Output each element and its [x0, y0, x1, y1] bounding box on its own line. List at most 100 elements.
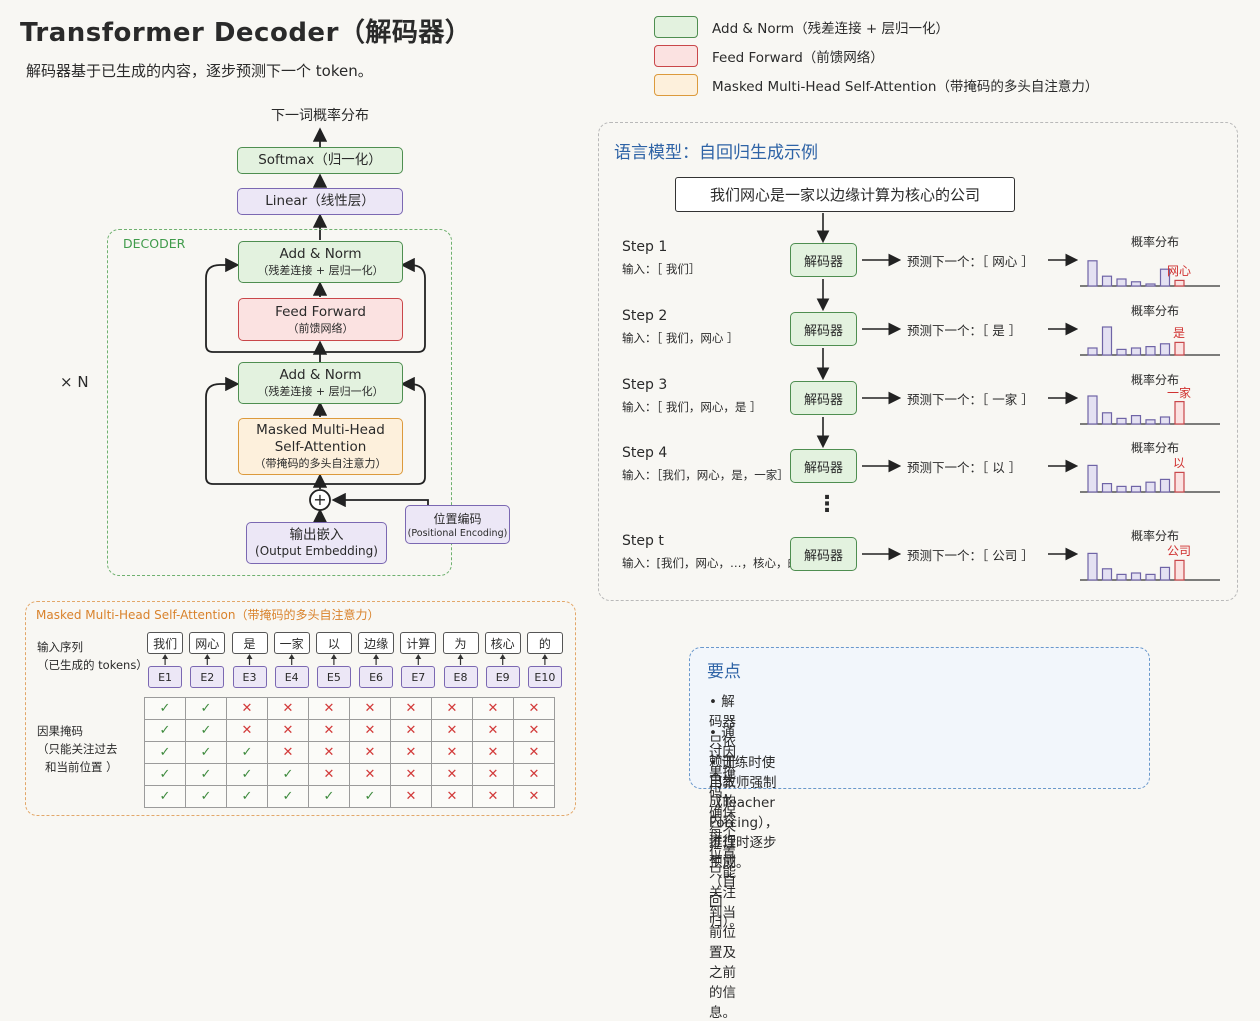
- distribution-title: 概率分布: [1130, 235, 1179, 249]
- token-box: 我们: [147, 632, 184, 654]
- decoder-box: 解码器: [790, 312, 857, 346]
- causal-mask-label-1: 因果掩码: [37, 724, 83, 738]
- distribution-bar-predicted: [1174, 279, 1185, 287]
- mask-row: ✓✓✕✕✕✕✕✕✕✕: [144, 719, 555, 742]
- token-box: 边缘: [358, 632, 395, 654]
- token-box: 为: [442, 632, 479, 654]
- output-label: 下一词概率分布: [271, 108, 369, 124]
- predicted-word: 网心: [1166, 264, 1191, 279]
- add-norm-bottom-box: Add & Norm （残差连接 + 层归一化）: [238, 362, 403, 404]
- add-norm-subtitle: （残差连接 + 层归一化）: [257, 264, 384, 277]
- distribution-bar: [1116, 485, 1127, 493]
- add-norm-subtitle: （残差连接 + 层归一化）: [257, 385, 384, 398]
- token-arrow-head: [415, 654, 422, 659]
- distribution-bar-predicted: [1174, 559, 1185, 581]
- sentence-box: 我们网心是一家以边缘计算为核心的公司: [675, 177, 1015, 212]
- token-arrow-head: [373, 654, 380, 659]
- distribution-bar: [1101, 326, 1113, 356]
- lm-panel: [598, 122, 1238, 601]
- ellipsis: ⋮: [816, 492, 838, 517]
- legend-item-feed-forward: Feed Forward（前馈网络）: [654, 45, 884, 67]
- mask-cell-allowed: ✓: [144, 763, 186, 786]
- legend-label: Masked Multi-Head Self-Attention（带掩码的多头自…: [712, 79, 1099, 95]
- causal-mask-label-3: 和当前位置 ）: [45, 760, 118, 774]
- mask-cell-masked: ✕: [308, 719, 350, 742]
- mask-cell-masked: ✕: [513, 741, 555, 764]
- mask-cell-masked: ✕: [431, 697, 473, 720]
- output-embedding-subtitle: (Output Embedding): [255, 544, 378, 558]
- decoder-label: 解码器: [803, 323, 843, 339]
- mask-cell-masked: ✕: [431, 763, 473, 786]
- token-arrows: [162, 654, 548, 665]
- distribution-bar: [1130, 415, 1142, 425]
- mask-cell-masked: ✕: [472, 697, 514, 720]
- mask-row: ✓✓✓✓✕✕✕✕✕✕: [144, 763, 555, 786]
- embedding-box: E9: [485, 666, 520, 688]
- distribution-bar: [1159, 478, 1171, 493]
- softmax-label: Softmax（归一化）: [258, 152, 382, 168]
- distribution-bar: [1116, 278, 1127, 287]
- feed-forward-box: Feed Forward （前馈网络）: [238, 298, 403, 341]
- mask-cell-masked: ✕: [267, 697, 309, 720]
- prediction-text: 预测下一个：［ 网心 ］: [907, 254, 1034, 269]
- masked-attention-line3: （带掩码的多头自注意力）: [254, 457, 387, 470]
- decoder-label: 解码器: [803, 254, 843, 270]
- legend-swatch-orange: [654, 74, 698, 96]
- token-arrow-head: [288, 654, 295, 659]
- masked-attention-line2: Self-Attention: [274, 439, 367, 455]
- causal-mask-grid: ✓✓✕✕✕✕✕✕✕✕✓✓✕✕✕✕✕✕✕✕✓✓✓✕✕✕✕✕✕✕✓✓✓✓✕✕✕✕✕✕…: [144, 697, 555, 808]
- key-point-item: • 训练时使用教师强制（Teacher Forcing），推理时逐步生成。: [709, 755, 779, 871]
- distribution-bar: [1101, 275, 1113, 287]
- token-arrow-head: [499, 654, 506, 659]
- mask-cell-masked: ✕: [390, 763, 432, 786]
- distribution-bar: [1130, 281, 1142, 287]
- distribution-bar: [1087, 260, 1098, 287]
- mask-panel: [25, 601, 576, 816]
- lm-panel-title: 语言模型：自回归生成示例: [614, 143, 818, 163]
- legend-swatch-red: [654, 45, 698, 67]
- mask-cell-masked: ✕: [431, 741, 473, 764]
- softmax-box: Softmax（归一化）: [237, 147, 403, 174]
- mask-cell-masked: ✕: [308, 763, 350, 786]
- step-title: Step 3: [622, 377, 668, 393]
- mask-cell-masked: ✕: [472, 785, 514, 808]
- add-circle-icon: [309, 489, 331, 511]
- distribution-bar-predicted: [1174, 341, 1185, 356]
- masked-attention-line1: Masked Multi-Head: [256, 422, 385, 438]
- lm-arrows: [816, 213, 1220, 581]
- distribution-bar: [1101, 568, 1113, 581]
- predicted-word: 是: [1172, 326, 1185, 341]
- step-title: Step 2: [622, 308, 668, 324]
- embedding-box: E2: [190, 666, 225, 688]
- architecture-arrows: +: [205, 127, 429, 523]
- output-embedding-box: 输出嵌入 (Output Embedding): [246, 522, 387, 564]
- mask-cell-masked: ✕: [390, 785, 432, 808]
- distribution-bar: [1130, 485, 1142, 493]
- token-box: 一家: [273, 632, 310, 654]
- mask-cell-masked: ✕: [513, 697, 555, 720]
- distribution-bar: [1087, 464, 1098, 493]
- decoder-label: DECODER: [123, 236, 186, 251]
- mask-cell-masked: ✕: [513, 785, 555, 808]
- legend-item-masked-attention: Masked Multi-Head Self-Attention（带掩码的多头自…: [654, 74, 1098, 96]
- distribution-bar: [1130, 572, 1142, 581]
- distribution-bar: [1087, 552, 1098, 581]
- plus-sign: +: [313, 490, 326, 509]
- mask-cell-allowed: ✓: [349, 785, 391, 808]
- masked-attention-box: Masked Multi-Head Self-Attention （带掩码的多头…: [238, 418, 403, 475]
- decoder-label: 解码器: [803, 392, 843, 408]
- mask-panel-title: Masked Multi-Head Self-Attention（带掩码的多头自…: [36, 608, 380, 622]
- token-arrow-head: [204, 654, 211, 659]
- step-title: Step 1: [622, 239, 668, 255]
- embedding-box: E5: [316, 666, 351, 688]
- feed-forward-title: Feed Forward: [275, 303, 366, 320]
- mask-row: ✓✓✓✕✕✕✕✕✕✕: [144, 741, 555, 764]
- distribution-bar: [1159, 343, 1171, 356]
- mask-row: ✓✓✓✓✓✓✕✕✕✕: [144, 785, 555, 808]
- mask-cell-allowed: ✓: [144, 741, 186, 764]
- key-points-title: 要点: [707, 662, 741, 682]
- decoder-box: 解码器: [790, 243, 857, 277]
- mask-cell-masked: ✕: [349, 719, 391, 742]
- distribution-bar: [1116, 573, 1127, 581]
- step-input: 输入：［ 我们，网心，是 ］: [622, 400, 762, 414]
